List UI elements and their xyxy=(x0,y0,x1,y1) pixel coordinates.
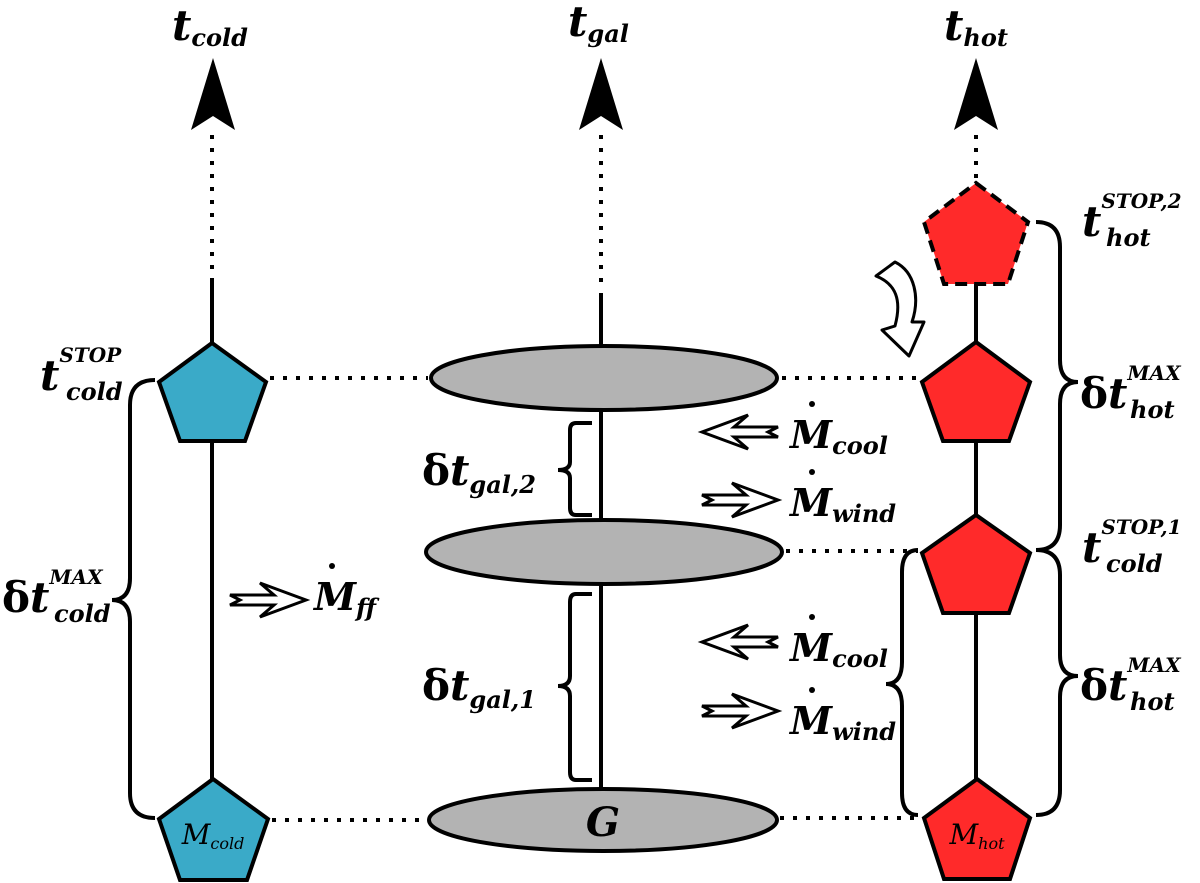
flow-label-cool-lower: Mcool xyxy=(788,614,888,673)
flow-label-wind-lower: Mwind xyxy=(788,687,896,746)
cold-axis-arrowhead xyxy=(191,58,235,130)
arrow-ff xyxy=(228,581,308,619)
arrow-wind-lower xyxy=(700,692,780,730)
galaxy-ellipse-bottom xyxy=(427,787,779,853)
hot-axis-arrowhead xyxy=(954,58,998,130)
cold-pentagon-top xyxy=(156,340,269,443)
svg-text:Mwind: Mwind xyxy=(788,698,896,746)
brace-hot-left xyxy=(885,548,919,817)
axis-title-gal: tgal xyxy=(568,0,629,48)
svg-text:Mff: Mff xyxy=(312,574,380,622)
galaxy-ellipse-top xyxy=(429,344,779,412)
axis-title-hot: thot xyxy=(944,1,1008,52)
hot-pentagon-upper xyxy=(919,339,1033,443)
brace-cold xyxy=(111,378,156,820)
brace-gal-1 xyxy=(557,592,592,782)
brace-hot-upper xyxy=(1035,220,1079,552)
galaxy-ellipse-mid xyxy=(424,518,784,586)
arrow-cool-upper xyxy=(700,413,780,451)
hot-pentagon-dashed xyxy=(921,180,1031,286)
cold-mass-label: Mcold xyxy=(181,818,245,853)
hot-mass-label: Mhot xyxy=(948,818,1005,853)
gal-axis-arrowhead xyxy=(579,58,623,130)
hot-pentagon-mid xyxy=(919,512,1033,615)
arrow-cool-lower xyxy=(700,623,780,661)
hot-pentagon-bottom xyxy=(921,776,1033,881)
svg-text:Mwind: Mwind xyxy=(788,480,896,528)
curved-hollow-arrow xyxy=(874,260,926,358)
cold-pentagon-bottom xyxy=(156,776,271,882)
svg-text:Mcool: Mcool xyxy=(788,625,888,673)
brace-hot-lower xyxy=(1035,548,1079,817)
brace-gal-2 xyxy=(557,421,592,517)
arrow-wind-upper xyxy=(700,481,780,519)
flow-label-cool-upper: Mcool xyxy=(788,401,888,460)
galaxy-label: G xyxy=(586,799,620,846)
flow-label-ff: Mff xyxy=(312,563,380,622)
svg-text:Mcool: Mcool xyxy=(788,412,888,460)
flow-label-wind-upper: Mwind xyxy=(788,469,896,528)
axis-title-cold: tcold xyxy=(172,1,248,52)
label-dt-gal-2: δtgal,2 xyxy=(422,446,536,499)
label-dt-gal-1: δtgal,1 xyxy=(422,661,536,714)
